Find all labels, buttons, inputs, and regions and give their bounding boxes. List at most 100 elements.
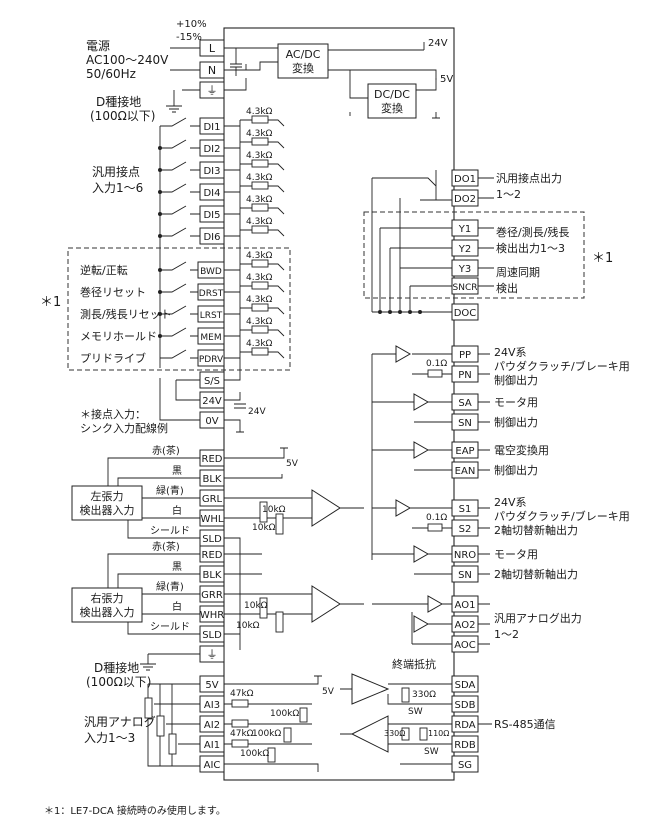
whr-label: WHR (200, 610, 224, 621)
rail-5v: 5V (440, 74, 453, 85)
y2-label: Y2 (458, 244, 471, 255)
tolerance-plus: +10% (176, 19, 207, 30)
dcdc-outputs (416, 78, 440, 119)
footnote: ＊1：LE7-DCA 接続時のみ使用します。 (44, 804, 226, 817)
t5v-label: 5V (205, 680, 218, 691)
r47k-label-2: 47kΩ (230, 729, 254, 739)
nro-label-2: 2軸切替新軸出力 (494, 567, 578, 581)
clutch2-shunt-label: 0.1Ω (426, 513, 447, 523)
sdb-label: SDB (455, 700, 476, 711)
clutch1-label-1: 24V系 (494, 346, 527, 359)
r47k-1 (231, 699, 249, 708)
clutch1-label-3: 制御出力 (494, 373, 538, 387)
r-label-di2: 4.3kΩ (246, 129, 273, 139)
eap-label-1: 電空変換用 (494, 443, 549, 457)
r-label-di1: 4.3kΩ (246, 107, 273, 117)
do2-label: DO2 (454, 194, 476, 205)
sink-note-2: シンク入力配線例 (80, 421, 168, 435)
r110-rx (419, 727, 428, 741)
left-sensor-label-1: 左張力 (91, 490, 124, 503)
rs485-tx-driver (351, 673, 390, 705)
r100k-3 (267, 747, 276, 763)
tolerance-minus: -15% (176, 32, 202, 43)
opt-label-lrst: 測長/残長リセット (80, 307, 172, 321)
analog-in-label-2: 入力1〜3 (84, 731, 135, 745)
motor-terminals: SA SN (451, 393, 479, 431)
ao2-label: AO2 (455, 620, 476, 631)
s1-label: S1 (459, 504, 472, 515)
ground1-line1: D種接地 (96, 94, 141, 109)
r-label-pdrv: 4.3kΩ (246, 339, 273, 349)
star1-right: ＊1 (592, 251, 613, 266)
left-r1 (259, 501, 268, 523)
option-inputs-dashed-box (67, 247, 291, 371)
doc-bus (371, 178, 452, 313)
di2-label: DI2 (203, 144, 220, 155)
sn2-label: SN (458, 570, 472, 581)
fg2-label: ⏚ (207, 648, 218, 661)
power-label: 電源 (86, 39, 110, 53)
ss-label: S/S (204, 376, 220, 387)
analog-terminal-block: 5V AI3 AI2 AI1 AIC (199, 675, 225, 773)
pot-2 (156, 715, 165, 737)
analog-in-label-1: 汎用アナログ (84, 715, 156, 729)
ai2-label: AI2 (204, 720, 220, 731)
eap-driver (413, 441, 430, 459)
red-r-label: RED (202, 550, 223, 561)
terminal-fg: ⏚ (207, 84, 218, 97)
opt-label-pdrv: プリドライブ (80, 351, 146, 365)
r110-rx-label: 110Ω (428, 729, 449, 738)
ground-symbol-2 (140, 653, 200, 671)
sld-l-label: SLD (202, 534, 222, 545)
clutch1-terminals: PP PN (451, 345, 479, 383)
clutch2-label-3: 2軸切替新軸出力 (494, 523, 578, 537)
r-label-di3: 4.3kΩ (246, 151, 273, 161)
blk-l-label: BLK (203, 474, 222, 485)
y-out-label-1: 巻径/測長/残長 (496, 225, 569, 239)
r330-tx-label: 330Ω (412, 690, 436, 700)
terminal-bwd (197, 261, 225, 279)
right-r2-label: 10kΩ (236, 621, 260, 631)
nro-driver (413, 545, 430, 563)
eap-terminals: EAP EAN (451, 441, 479, 479)
di-contacts (160, 117, 200, 237)
rs485-rx-receiver (350, 715, 389, 753)
left-r1-label: 10kΩ (262, 505, 286, 515)
right-sensor-label-1: 右張力 (91, 591, 124, 605)
t24v-label: 24V (202, 396, 222, 407)
input-resistor-network (224, 115, 285, 362)
doc-label: DOC (454, 308, 477, 319)
right-wire-shield: シールド (150, 622, 190, 633)
clutch1-driver (395, 345, 412, 363)
left-r2-label: 10kΩ (252, 523, 276, 533)
clutch1-shunt (427, 369, 443, 378)
pot-1 (144, 697, 153, 719)
di5-label: DI5 (203, 210, 220, 221)
r100k-2 (283, 727, 292, 743)
opt-label-bwd: 逆転/正転 (80, 263, 128, 277)
pn-label: PN (458, 370, 472, 381)
left-sensor-box (71, 485, 143, 521)
grr-label: GRR (201, 590, 223, 601)
sensor-internal-wires (224, 447, 312, 650)
converter-outputs (328, 42, 437, 116)
sw-tx-label: SW (408, 707, 423, 717)
left-wire-blk: 黒 (172, 465, 182, 477)
r-label-di6: 4.3kΩ (246, 217, 273, 227)
right-wire-grn: 緑(青) (156, 580, 184, 593)
general-input-label-2: 入力1〜6 (92, 181, 143, 195)
t0v-label: 0V (205, 416, 218, 427)
right-wire-red: 赤(茶) (152, 540, 180, 553)
terminal-lrst (197, 305, 225, 323)
ground2-line1: D種接地 (94, 660, 139, 675)
right-r1-label: 10kΩ (244, 601, 268, 611)
ao2-driver (413, 615, 430, 633)
pp-label: PP (459, 350, 471, 361)
clutch1-shunt-label: 0.1Ω (426, 359, 447, 369)
left-wire-grn: 緑(青) (156, 484, 184, 497)
termination-label: 終端抵抗 (392, 657, 436, 671)
ao-wiring (372, 603, 490, 645)
dcdc-converter (367, 83, 417, 119)
analog-internal-wires (224, 675, 322, 772)
y-outputs-dashed-box (363, 211, 585, 299)
